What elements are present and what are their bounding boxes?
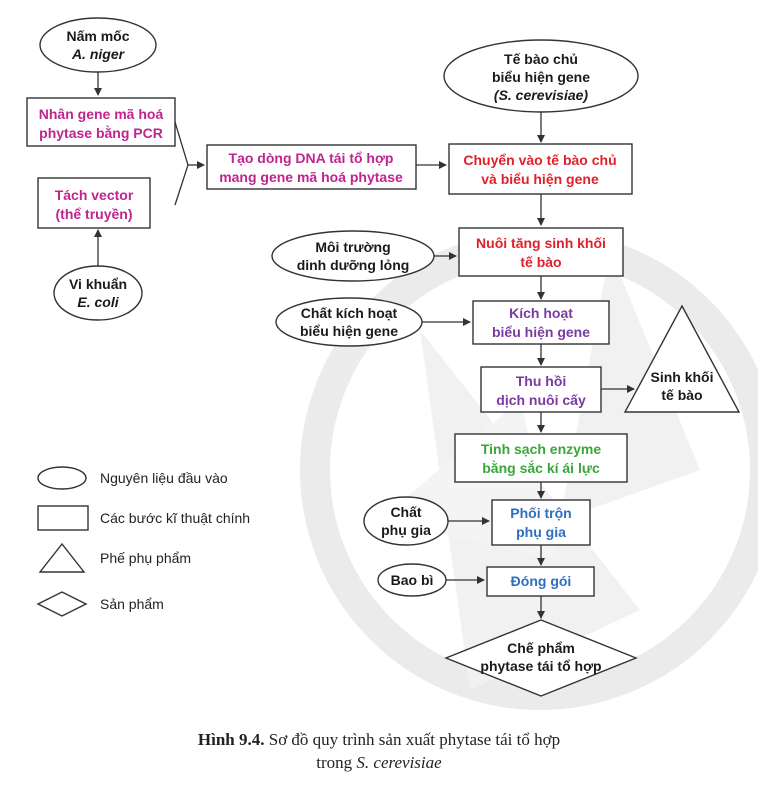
node-transfer-shape bbox=[448, 143, 633, 195]
caption-line2-italic: S. cerevisiae bbox=[356, 753, 442, 772]
medium-line2: dinh dưỡng lỏng bbox=[297, 257, 410, 273]
node-packaging-shape bbox=[377, 563, 447, 597]
pcr-line1: Nhân gene mã hoá bbox=[39, 106, 164, 122]
harvest-line1: Thu hồi bbox=[516, 373, 567, 389]
caption-text: Sơ đồ quy trình sản xuất phytase tái tổ … bbox=[268, 730, 561, 749]
additive-line1: Chất bbox=[390, 504, 421, 520]
culture-line2: tế bào bbox=[520, 254, 561, 270]
packaging-line1: Bao bì bbox=[391, 572, 434, 588]
host-line3: (S. cerevisiae) bbox=[494, 87, 589, 103]
culture-line1: Nuôi tăng sinh khối bbox=[476, 235, 606, 251]
node-pack-shape bbox=[486, 566, 595, 597]
transfer-line2: và biểu hiện gene bbox=[481, 171, 599, 187]
node-recomb-shape bbox=[206, 144, 417, 190]
vector-line2: (thể truyền) bbox=[56, 206, 133, 222]
ecoli-line2: E. coli bbox=[77, 294, 119, 310]
purify-line1: Tinh sạch enzyme bbox=[481, 441, 602, 457]
figure-caption: Hình 9.4. Sơ đồ quy trình sản xuất phyta… bbox=[0, 728, 758, 774]
node-medium-shape bbox=[271, 230, 435, 282]
legend: Nguyên liệu đầu vào Các bước kĩ thuật ch… bbox=[36, 466, 250, 617]
biomass-line2: tế bào bbox=[661, 387, 702, 403]
legend-diamond-symbol bbox=[36, 591, 88, 617]
legend-rect-label: Các bước kĩ thuật chính bbox=[100, 510, 250, 526]
legend-rect-symbol bbox=[37, 505, 89, 531]
harvest-line2: dịch nuôi cấy bbox=[496, 392, 586, 408]
legend-ellipse-label: Nguyên liệu đầu vào bbox=[100, 470, 228, 486]
additive-line2: phụ gia bbox=[381, 522, 431, 538]
aniger-line1: Nấm mốc bbox=[66, 28, 129, 44]
transfer-line1: Chuyển vào tế bào chủ bbox=[463, 152, 616, 168]
host-line1: Tế bào chủ bbox=[504, 51, 578, 67]
vector-line1: Tách vector bbox=[55, 187, 134, 203]
purify-line2: bằng sắc kí ái lực bbox=[482, 459, 600, 476]
aniger-line2: A. niger bbox=[71, 46, 126, 62]
host-line2: biểu hiện gene bbox=[492, 69, 590, 85]
node-pcr-shape bbox=[26, 97, 176, 147]
medium-line1: Môi trường bbox=[315, 239, 390, 255]
node-mix-shape bbox=[491, 499, 591, 546]
caption-line2-prefix: trong bbox=[316, 753, 353, 772]
caption-line1: Hình 9.4. Sơ đồ quy trình sản xuất phyta… bbox=[0, 728, 758, 751]
legend-ellipse-symbol bbox=[37, 466, 87, 490]
mix-line1: Phối trộn bbox=[510, 505, 571, 521]
pack-line1: Đóng gói bbox=[511, 573, 572, 589]
mix-line2: phụ gia bbox=[516, 524, 566, 540]
caption-line2: trong S. cerevisiae bbox=[0, 751, 758, 774]
recomb-line2: mang gene mã hoá phytase bbox=[219, 169, 403, 185]
join-bracket bbox=[174, 121, 189, 206]
ecoli-line1: Vi khuẩn bbox=[69, 276, 127, 292]
inducer-line1: Chất kích hoạt bbox=[301, 305, 398, 321]
node-aniger-shape bbox=[39, 17, 157, 73]
node-vector-shape bbox=[37, 177, 151, 229]
node-product-shape bbox=[444, 619, 638, 697]
node-host-shape bbox=[443, 39, 639, 113]
node-harvest-shape bbox=[480, 366, 602, 413]
caption-label: Hình 9.4. bbox=[197, 730, 265, 749]
node-inducer-shape bbox=[275, 297, 423, 347]
node-texts: Nấm mốc A. niger Nhân gene mã hoá phytas… bbox=[39, 28, 714, 674]
shapes bbox=[26, 17, 741, 697]
node-ecoli-shape bbox=[53, 265, 143, 321]
node-purify-shape bbox=[454, 433, 628, 483]
activate-line2: biểu hiện gene bbox=[492, 324, 590, 340]
biomass-line1: Sinh khối bbox=[651, 369, 714, 385]
pcr-line2: phytase bằng PCR bbox=[39, 124, 163, 141]
legend-triangle-label: Phế phụ phẩm bbox=[100, 550, 191, 566]
product-line1: Chế phẩm bbox=[507, 640, 575, 656]
legend-diamond-label: Sản phẩm bbox=[100, 596, 164, 612]
node-additive-shape bbox=[363, 496, 449, 546]
activate-line1: Kích hoạt bbox=[509, 305, 573, 321]
node-activate-shape bbox=[472, 300, 610, 345]
legend-triangle-symbol bbox=[38, 542, 86, 573]
recomb-line1: Tạo dòng DNA tái tổ hợp bbox=[229, 150, 394, 166]
node-biomass-shape bbox=[623, 304, 741, 413]
inducer-line2: biểu hiện gene bbox=[300, 323, 398, 339]
connectors bbox=[94, 72, 635, 619]
node-culture-shape bbox=[458, 227, 624, 277]
product-line2: phytase tái tổ hợp bbox=[480, 658, 601, 674]
